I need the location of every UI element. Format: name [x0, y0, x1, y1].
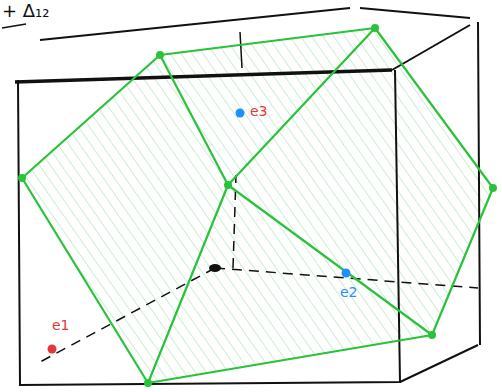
basis-vector-label: e3 [250, 104, 268, 118]
basis-vector-label: e1 [52, 318, 70, 332]
basis-vector-label: e2 [340, 285, 358, 299]
equation-label: + Δ₁₂ [2, 2, 50, 20]
